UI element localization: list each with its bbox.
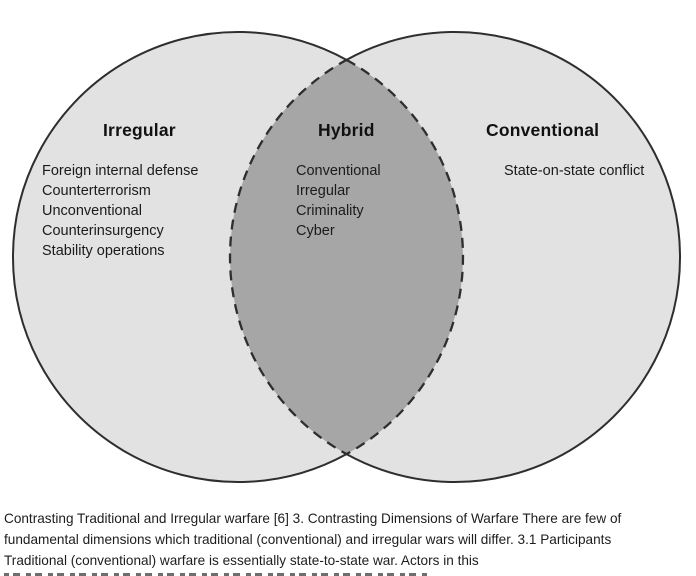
caption: Contrasting Traditional and Irregular wa… <box>4 508 694 576</box>
conventional-list: State-on-state conflict <box>504 161 644 181</box>
caption-line: Traditional (conventional) warfare is es… <box>4 553 479 568</box>
list-item: Foreign internal defense <box>42 163 199 179</box>
list-item: Irregular <box>296 183 350 199</box>
list-item: Cyber <box>296 223 335 239</box>
cropped-text-line <box>4 573 428 576</box>
left-circle-outline <box>12 31 347 483</box>
list-item: Conventional <box>296 163 381 179</box>
overlap-lens <box>230 59 463 455</box>
venn-diagram: Irregular Foreign internal defense Count… <box>12 31 681 483</box>
list-item: Unconventional <box>42 203 142 219</box>
irregular-list: Foreign internal defense Counterterroris… <box>42 161 198 261</box>
irregular-title: Irregular <box>103 120 176 140</box>
list-item: Counterinsurgency <box>42 223 164 239</box>
list-item: Counterterrorism <box>42 183 151 199</box>
right-circle-outline <box>346 31 681 483</box>
hybrid-list: Conventional Irregular Criminality Cyber <box>296 161 381 241</box>
list-item: State-on-state conflict <box>504 163 645 179</box>
overlap-dashed-outline <box>228 58 465 456</box>
list-item: Criminality <box>296 203 364 219</box>
venn-diagram-canvas <box>12 31 681 483</box>
caption-line: Contrasting Traditional and Irregular wa… <box>4 511 622 526</box>
caption-line: fundamental dimensions which traditional… <box>4 532 612 547</box>
list-item: Stability operations <box>42 243 165 259</box>
hybrid-title: Hybrid <box>318 120 375 140</box>
conventional-title: Conventional <box>486 120 600 140</box>
